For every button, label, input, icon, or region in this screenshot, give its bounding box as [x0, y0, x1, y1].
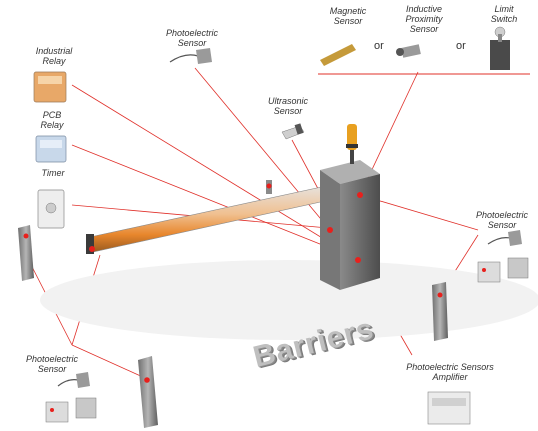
- magnetic-sensor-icon: [320, 44, 356, 66]
- line-industrial-relay: [71, 84, 356, 259]
- pcb-relay-icon: [35, 135, 67, 163]
- photoelectric-sensor-left-icon: [45, 372, 97, 423]
- label-timer: Timer: [41, 168, 65, 178]
- timer-icon: [37, 189, 65, 229]
- boom-arm: [86, 180, 344, 254]
- barrier-cabinet: [320, 124, 380, 290]
- cabinet-dot-1: [357, 192, 363, 198]
- or-text-2: or: [456, 40, 466, 52]
- cabinet-dot-3: [355, 257, 361, 263]
- cabinet-dot-2: [327, 227, 333, 233]
- post-right: [432, 282, 448, 341]
- boom-tip-light: [89, 246, 95, 252]
- ground-shadow: [40, 260, 538, 340]
- post-left: [18, 225, 34, 281]
- line-left-post-c: [71, 344, 146, 379]
- photoelectric-sensor-top-icon: [169, 48, 212, 64]
- photoelectric-amplifier-icon: [427, 391, 471, 425]
- line-pcb-relay: [71, 144, 356, 259]
- limit-switch-icon: [490, 26, 510, 70]
- inductive-proximity-sensor-icon: [396, 44, 421, 58]
- or-text-1: or: [374, 40, 384, 52]
- industrial-relay-icon: [33, 71, 67, 103]
- photoelectric-sensor-right-icon: [477, 230, 529, 283]
- ultrasonic-sensor-icon: [281, 123, 305, 140]
- post-front: [138, 356, 158, 428]
